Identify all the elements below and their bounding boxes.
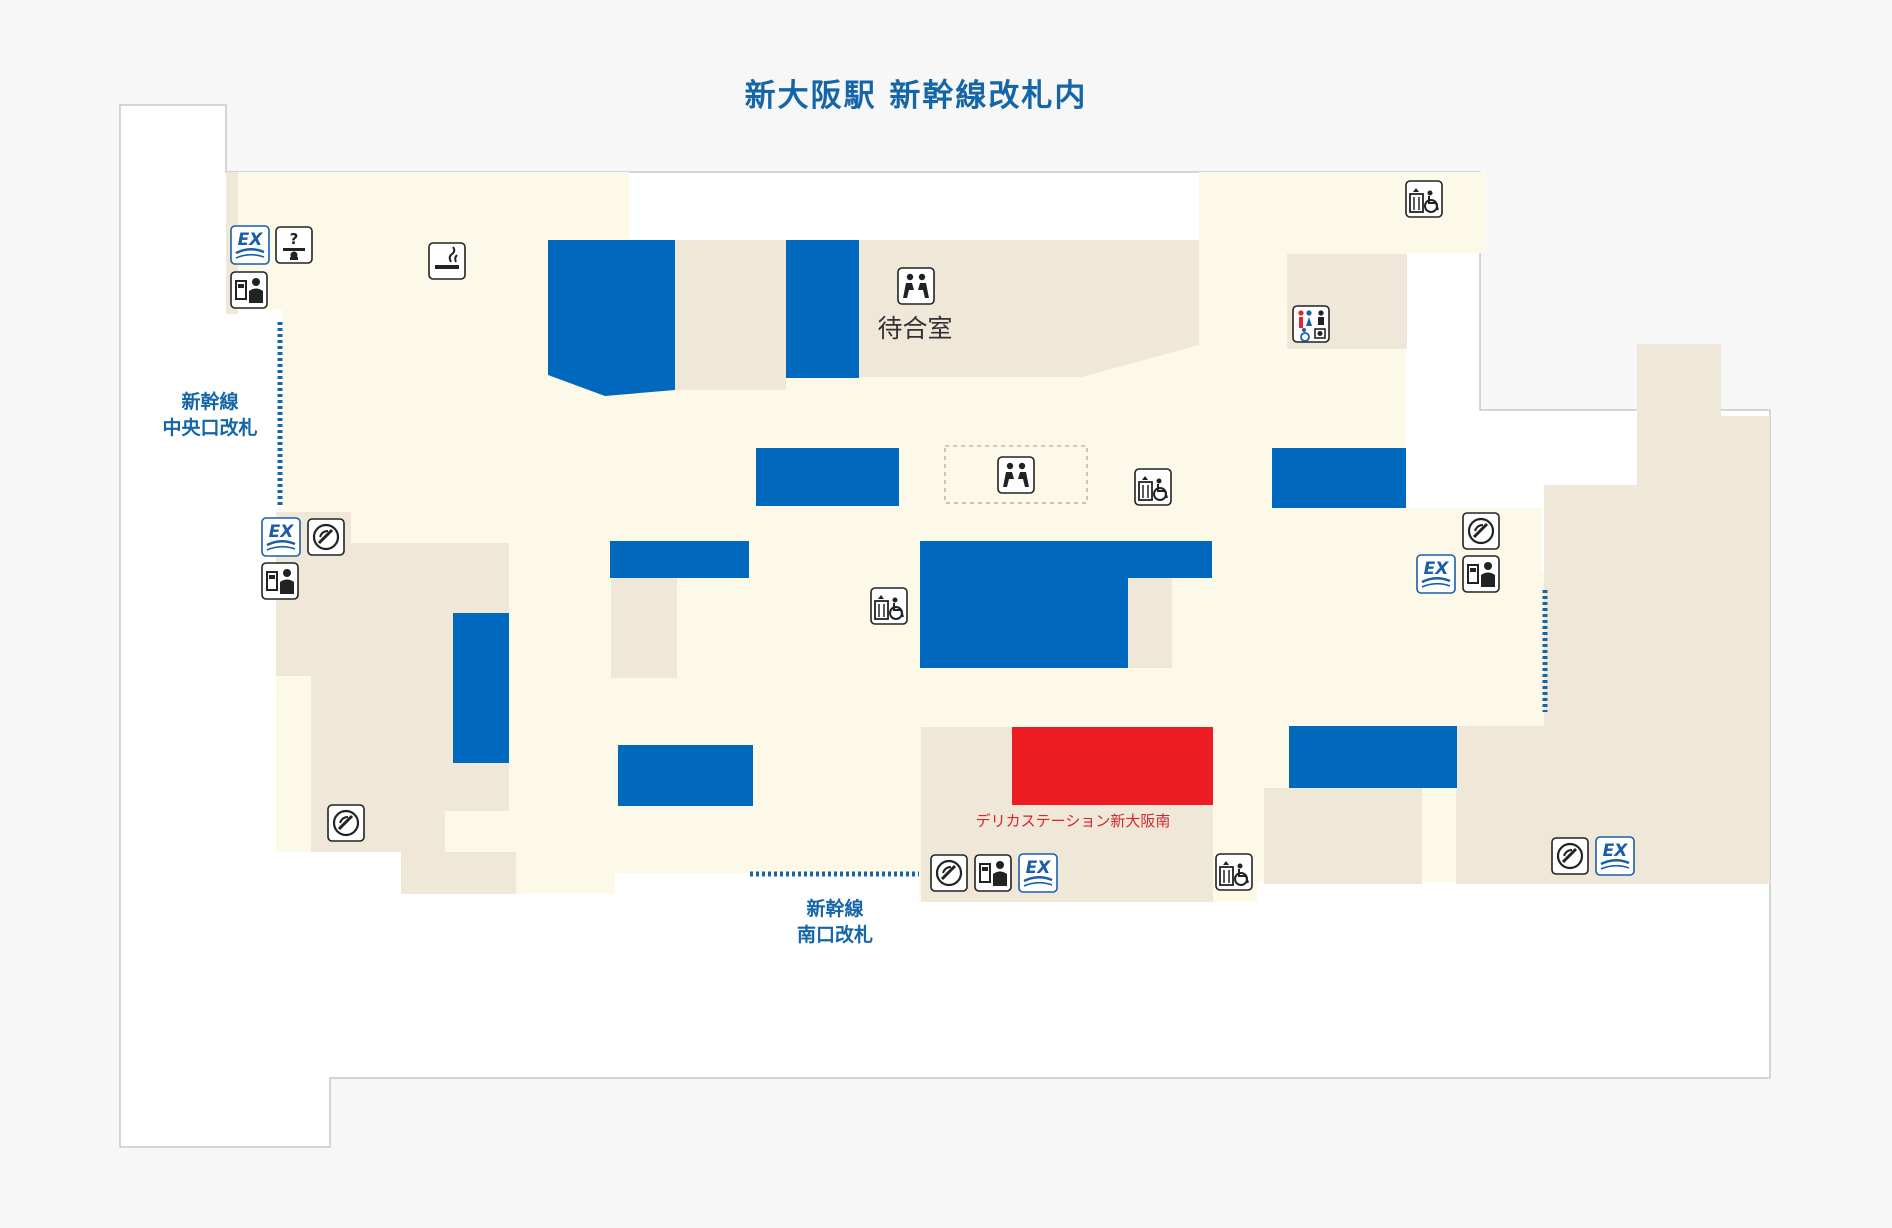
elevator-icon[interactable] <box>1216 854 1252 890</box>
south-gate-label-line2: 南口改札 <box>797 923 873 946</box>
restroom-icon[interactable] <box>1293 306 1329 342</box>
elevator-icon[interactable] <box>1406 181 1442 217</box>
map-title: 新大阪駅 新幹線改札内 <box>745 78 1088 114</box>
west-bottom-zone <box>401 852 516 894</box>
coin-locker-icon[interactable] <box>328 805 364 841</box>
center-left-zone <box>611 578 677 678</box>
ticket-office-icon[interactable] <box>262 563 298 599</box>
central-gate-label-line2: 中央口改札 <box>162 416 257 439</box>
ex-reservation-icon[interactable] <box>1594 835 1636 877</box>
west-zone <box>276 512 509 852</box>
elevator-icon[interactable] <box>1135 469 1171 505</box>
east-zone <box>1456 726 1546 884</box>
waiting-room-icon[interactable] <box>898 268 934 304</box>
coin-locker-icon[interactable] <box>931 855 967 891</box>
shop-south-east <box>1289 726 1457 788</box>
smoking-area-icon[interactable] <box>429 243 465 279</box>
coin-locker-icon[interactable] <box>1552 838 1588 874</box>
shop-mid-right <box>1272 448 1406 508</box>
ticket-office-icon[interactable] <box>231 272 267 308</box>
shop-north-center <box>786 240 859 378</box>
facility-zones <box>226 172 1770 902</box>
waiting-room-annex <box>973 240 1199 377</box>
zone-between-shops <box>675 240 786 390</box>
deli-station-label: デリカステーション新大阪南 <box>976 812 1171 830</box>
shop-center-left <box>610 541 749 578</box>
ex-reservation-icon[interactable] <box>1017 852 1059 894</box>
shop-north-west <box>548 240 675 396</box>
ex-reservation-icon[interactable] <box>260 516 302 558</box>
shop-center-large <box>920 541 1128 668</box>
ticket-office-icon[interactable] <box>1463 556 1499 592</box>
shop-mid-left <box>756 448 899 506</box>
center-right-zone <box>1128 578 1172 668</box>
shop-deli-station-highlight[interactable] <box>1012 727 1213 805</box>
ex-reservation-icon[interactable] <box>229 224 271 266</box>
waiting-area-icon[interactable] <box>998 457 1034 493</box>
far-east-zone <box>1544 344 1770 884</box>
shops <box>453 240 1457 806</box>
elevator-icon[interactable] <box>871 588 907 624</box>
east-small-zone <box>1264 788 1422 884</box>
south-gate-label-line1: 新幹線 <box>806 897 863 920</box>
waiting-room-label: 待合室 <box>877 314 952 343</box>
shop-west <box>453 613 509 763</box>
shop-south-west <box>618 745 753 806</box>
ex-reservation-icon[interactable] <box>1415 553 1457 595</box>
coin-locker-icon[interactable] <box>1463 513 1499 549</box>
central-gate-label-line1: 新幹線 <box>181 390 238 413</box>
waiting-room-zone <box>859 240 973 377</box>
coin-locker-icon[interactable] <box>308 519 344 555</box>
information-icon[interactable] <box>276 227 312 263</box>
shop-center-right-strip <box>1128 541 1212 578</box>
ticket-office-icon[interactable] <box>975 855 1011 891</box>
waiting-area-dashed-outline <box>944 445 1088 504</box>
